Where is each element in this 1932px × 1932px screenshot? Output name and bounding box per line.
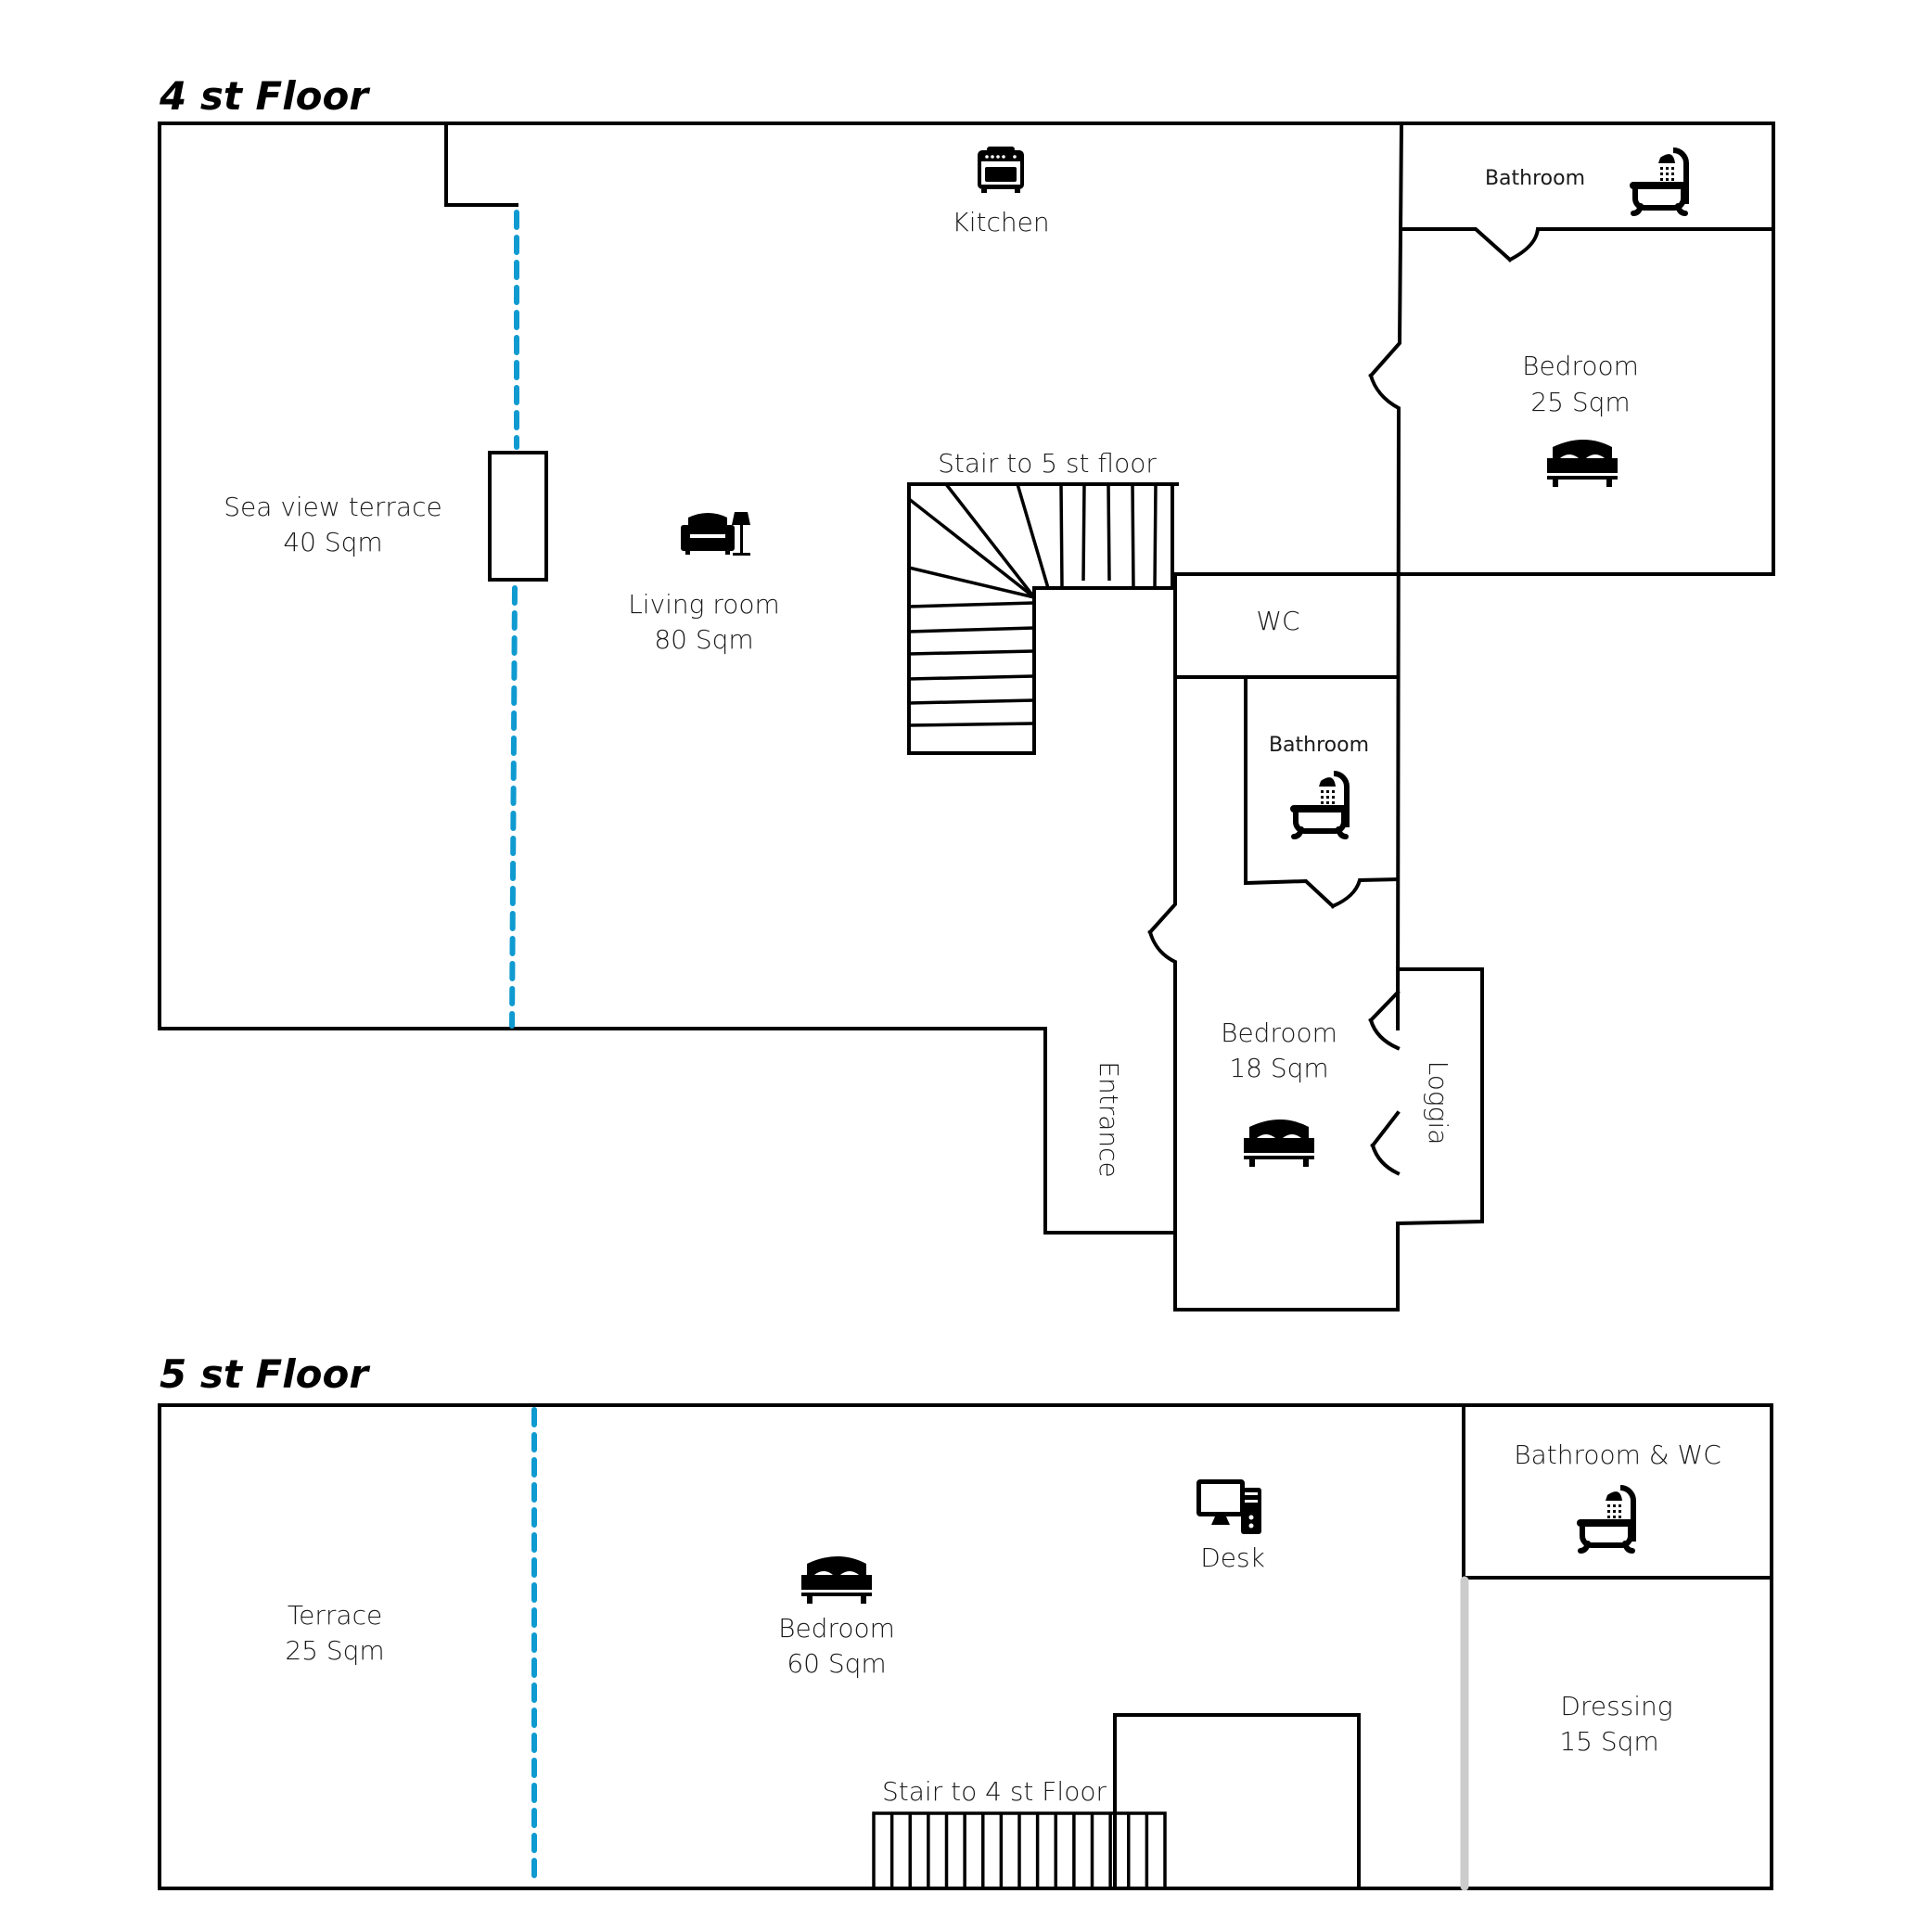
stair-step — [1107, 483, 1111, 582]
bathroom-mid-wall — [1244, 675, 1336, 909]
bathroom-top-bottom-wall-left — [1400, 227, 1513, 262]
bathtub-icon — [1577, 1488, 1636, 1551]
bedroom60-area: 60 Sqm — [787, 1648, 886, 1679]
stair-step — [908, 722, 1035, 727]
loggia-door-lower-b — [1370, 1143, 1401, 1176]
sea-terrace-label: Sea view terrace — [224, 492, 441, 522]
armchair-lamp-icon — [681, 512, 750, 556]
bathtub-icon — [1630, 150, 1689, 213]
bathroom-mid-label: Bathroom — [1269, 734, 1369, 757]
stair-step — [908, 674, 1035, 681]
kitchen-notch-wall — [444, 122, 518, 207]
bedroom60-label: Bedroom — [778, 1613, 895, 1644]
kitchen-label: Kitchen — [952, 207, 1049, 237]
stair-step — [1131, 483, 1135, 589]
bathroom-mid-door — [1330, 876, 1401, 909]
stair-step — [908, 698, 1035, 705]
floor5-walls — [158, 1403, 1773, 1890]
stair-step — [1153, 483, 1158, 589]
floor4-walls — [158, 121, 1775, 1311]
floor5-title: 5 st Floor — [160, 1351, 370, 1397]
loggia-door-upper-b — [1368, 1017, 1401, 1051]
bedroom25-label: Bedroom — [1522, 351, 1639, 381]
living-label: Living room — [628, 589, 780, 620]
computer-icon — [1196, 1479, 1261, 1534]
loggia-walls — [1395, 967, 1484, 1226]
stair-step — [908, 566, 1035, 599]
bathwc-label: Bathroom & WC — [1514, 1439, 1721, 1470]
stair-step — [908, 601, 1035, 608]
stair-treads — [889, 1813, 1149, 1888]
bed-icon — [1547, 440, 1618, 487]
bed-icon — [801, 1556, 872, 1604]
bathroom-top-label: Bathroom — [1485, 167, 1585, 190]
bedroom18-label: Bedroom — [1221, 1017, 1337, 1048]
loggia-label: Loggia — [1423, 1061, 1453, 1145]
bathtub-icon — [1290, 774, 1350, 837]
stair-enclosure — [1113, 1713, 1361, 1890]
bedroom25-left-wall-upper — [1368, 121, 1404, 378]
corridor-wall-upper — [1147, 572, 1177, 935]
bathroom-top-door — [1507, 227, 1775, 262]
bedroom18-left-door — [1147, 929, 1400, 1311]
floor4-outer-wall-left — [158, 122, 1177, 1235]
terrace-door-window[interactable] — [488, 451, 548, 582]
stair-step — [907, 497, 1036, 599]
stair-step — [908, 626, 1035, 633]
stair-step — [1016, 483, 1050, 589]
sea-terrace-area: 40 Sqm — [283, 527, 382, 557]
living-area: 80 Sqm — [654, 624, 753, 655]
floor4-title: 4 st Floor — [159, 73, 370, 119]
dressing-label: Dressing — [1560, 1691, 1672, 1721]
terrace-label: Terrace — [288, 1600, 382, 1631]
stair-to-5th[interactable] — [907, 482, 1179, 755]
stair-to-4th[interactable] — [872, 1811, 1167, 1890]
stair-to-4th-label: Stair to 4 st Floor — [882, 1776, 1107, 1807]
terrace-boundary-lower — [509, 585, 518, 1029]
terrace-area: 25 Sqm — [285, 1635, 384, 1666]
loggia-door-lower-a — [1370, 1110, 1401, 1148]
stair-step — [1081, 483, 1086, 582]
desk-label: Desk — [1200, 1542, 1265, 1573]
bedroom25-area: 25 Sqm — [1530, 387, 1630, 417]
stair-step — [1059, 483, 1064, 589]
bedroom18-area: 18 Sqm — [1229, 1053, 1328, 1083]
entrance-label: Entrance — [1094, 1061, 1124, 1177]
stair-to-5th-label: Stair to 5 st floor — [938, 448, 1157, 479]
wc-label: WC — [1256, 606, 1299, 636]
loggia-door-upper-a — [1368, 990, 1401, 1023]
dressing-area: 15 Sqm — [1559, 1726, 1658, 1757]
stair-step — [944, 482, 1036, 599]
bed-icon — [1244, 1120, 1314, 1167]
stove-icon — [978, 147, 1024, 193]
stair-step — [908, 649, 1035, 656]
bedroom25-left-door — [1368, 373, 1401, 1031]
